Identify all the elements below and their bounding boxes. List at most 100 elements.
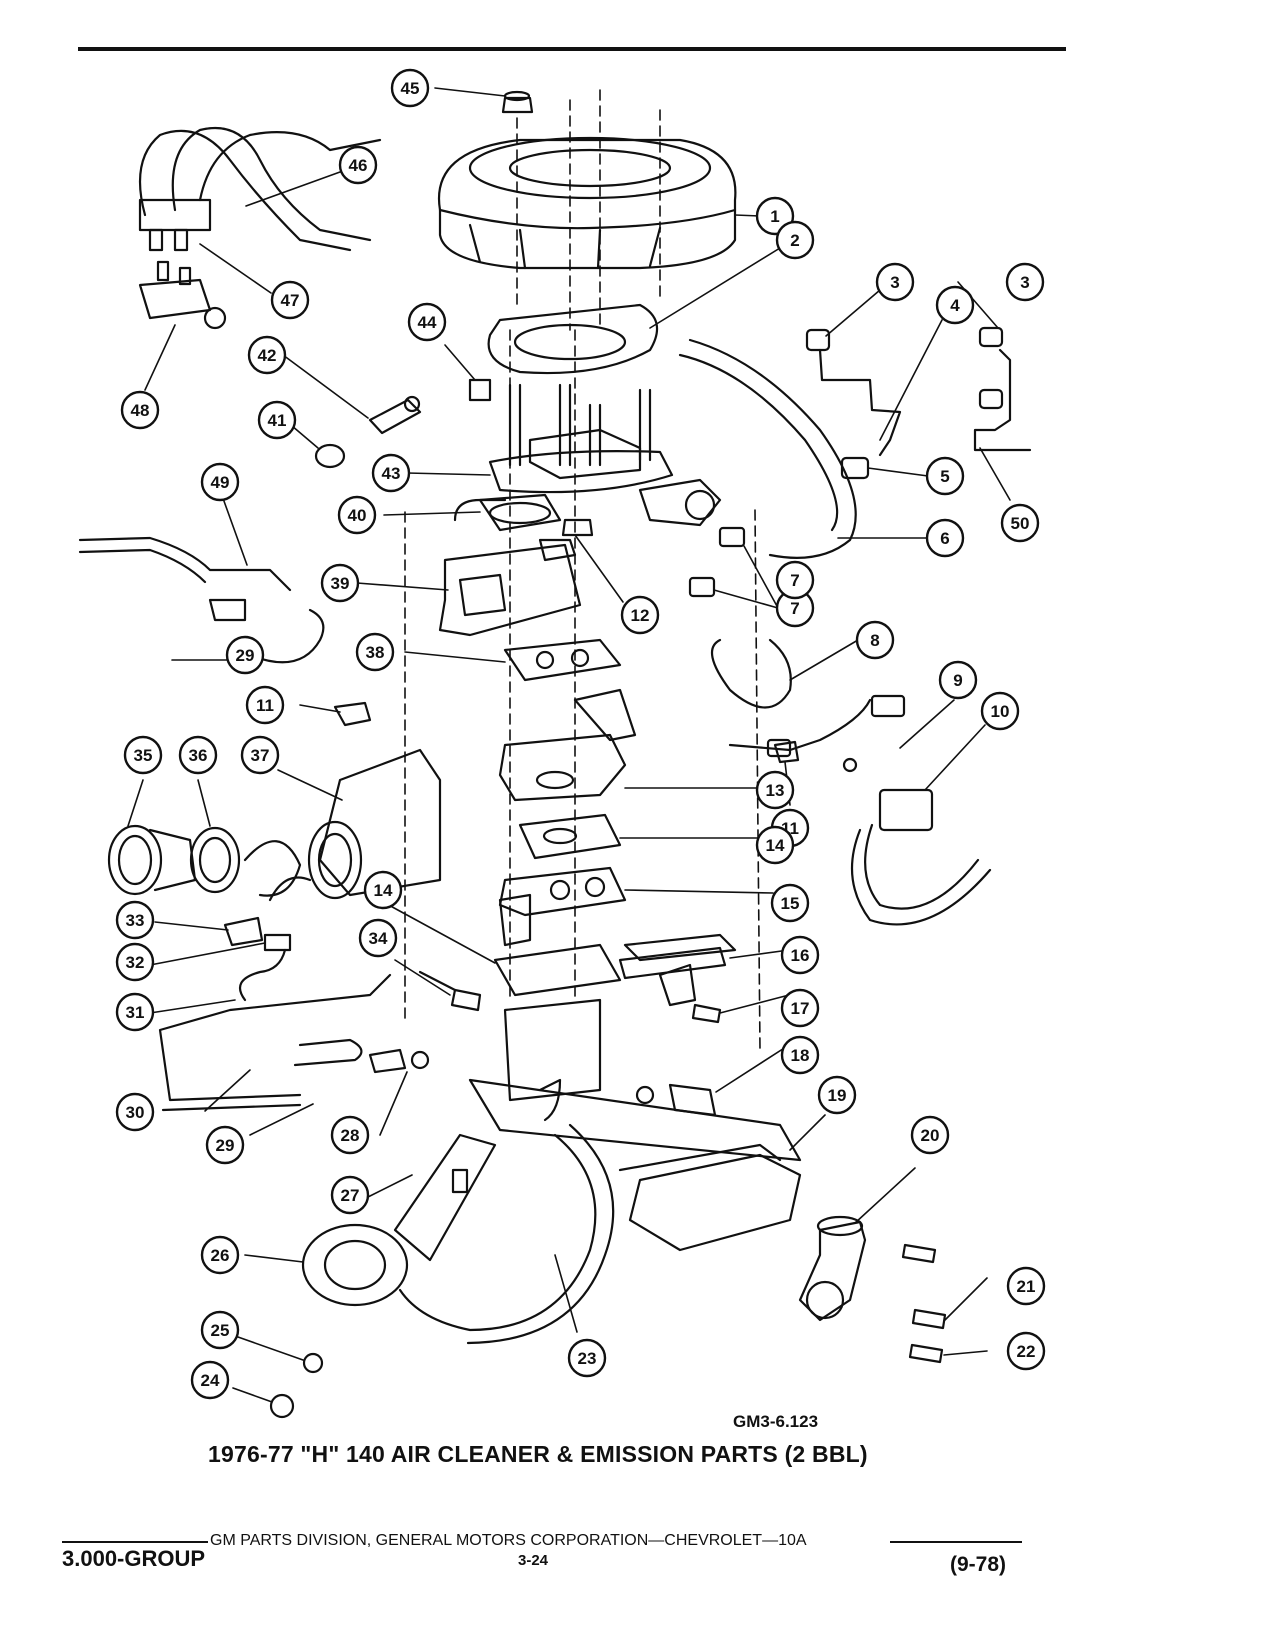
vacuum-switch-48 xyxy=(138,260,227,330)
callout-label: 2 xyxy=(790,231,799,250)
callout-48: 48 xyxy=(120,390,160,430)
callout-31: 31 xyxy=(115,992,155,1032)
callout-label: 41 xyxy=(268,411,287,430)
callout-label: 12 xyxy=(631,606,650,625)
clamp-35 xyxy=(107,824,197,896)
callout-44: 44 xyxy=(407,302,447,342)
callout-30: 30 xyxy=(115,1092,155,1132)
callout-45: 45 xyxy=(390,68,430,108)
callout-label: 38 xyxy=(366,643,385,662)
figure-caption: 1976-77 "H" 140 AIR CLEANER & EMISSION P… xyxy=(208,1441,868,1467)
callout-label: 5 xyxy=(940,467,949,486)
callout-18: 18 xyxy=(780,1035,820,1075)
callout-34: 34 xyxy=(358,918,398,958)
callout-9: 9 xyxy=(938,660,978,700)
callout-label: 19 xyxy=(828,1086,847,1105)
egr-adapter-plate xyxy=(498,688,637,802)
callout-label: 13 xyxy=(766,781,785,800)
callout-label: 25 xyxy=(211,1321,230,1340)
callout-label: 29 xyxy=(216,1136,235,1155)
callout-10: 10 xyxy=(980,691,1020,731)
sensor-18 xyxy=(635,1083,717,1117)
hose-8 xyxy=(710,638,792,709)
callout-14: 14 xyxy=(755,825,795,865)
steel-line-49 xyxy=(78,536,292,622)
callout-label: 27 xyxy=(341,1186,360,1205)
callout-46: 46 xyxy=(338,145,378,185)
footer-group: 3.000-GROUP xyxy=(62,1546,206,1571)
callout-label: 29 xyxy=(236,646,255,665)
air-cleaner-housing xyxy=(437,136,737,270)
carburetor-spacer xyxy=(438,538,582,637)
callout-label: 4 xyxy=(950,296,960,315)
callout-label: 18 xyxy=(791,1046,810,1065)
callout-3: 3 xyxy=(1005,262,1045,302)
top-rule xyxy=(78,47,1066,51)
callout-33: 33 xyxy=(115,900,155,940)
callout-label: 48 xyxy=(131,401,150,420)
callout-label: 35 xyxy=(134,746,153,765)
tube-50 xyxy=(973,348,1032,452)
callout-24: 24 xyxy=(190,1360,230,1400)
callout-label: 49 xyxy=(211,473,230,492)
intake-manifold xyxy=(468,998,802,1252)
callout-6: 6 xyxy=(925,518,965,558)
heat-insulator xyxy=(498,866,627,947)
footer-rule-right xyxy=(890,1541,1022,1543)
bolt-17 xyxy=(691,1003,722,1024)
plate-gasket xyxy=(518,813,622,860)
callout-label: 9 xyxy=(953,671,962,690)
callout-label: 32 xyxy=(126,953,145,972)
callout-23: 23 xyxy=(567,1338,607,1378)
callout-2: 2 xyxy=(775,220,815,260)
callout-label: 10 xyxy=(991,702,1010,721)
callout-27: 27 xyxy=(330,1175,370,1215)
callout-label: 21 xyxy=(1017,1277,1036,1296)
leader-lines xyxy=(127,87,1011,1403)
footer-page-number: 3-24 xyxy=(518,1552,549,1569)
callout-label: 26 xyxy=(211,1246,230,1265)
adapter-36 xyxy=(189,826,302,897)
callout-19: 19 xyxy=(817,1075,857,1115)
callout-7: 7 xyxy=(775,560,815,600)
callout-label: 23 xyxy=(578,1349,597,1368)
callout-8: 8 xyxy=(855,620,895,660)
callout-label: 3 xyxy=(1020,273,1029,292)
callout-label: 42 xyxy=(258,346,277,365)
callout-label: 43 xyxy=(382,464,401,483)
hose-31 xyxy=(238,948,287,1002)
carburetor-gasket xyxy=(478,493,562,532)
check-valve-28 xyxy=(368,1048,430,1074)
callout-35: 35 xyxy=(123,735,163,775)
callout-label: 45 xyxy=(401,79,420,98)
callout-39: 39 xyxy=(320,563,360,603)
fitting-32 xyxy=(263,933,292,952)
callout-20: 20 xyxy=(910,1115,950,1155)
callout-label: 30 xyxy=(126,1103,145,1122)
carburetor-studs xyxy=(468,378,652,467)
callout-label: 1 xyxy=(770,207,779,226)
air-duct-37 xyxy=(307,748,442,900)
callout-29: 29 xyxy=(205,1125,245,1165)
bolt-34 xyxy=(418,970,482,1012)
callout-22: 22 xyxy=(1006,1331,1046,1371)
callout-7: 7 xyxy=(775,588,815,628)
callout-47: 47 xyxy=(270,280,310,320)
callout-label: 50 xyxy=(1011,514,1030,533)
callout-26: 26 xyxy=(200,1235,240,1275)
callout-38: 38 xyxy=(355,632,395,672)
line-30 xyxy=(158,973,392,1112)
hose-29-upper xyxy=(248,608,325,664)
air-pump xyxy=(301,1133,497,1307)
callout-label: 33 xyxy=(126,911,145,930)
fitting-7 xyxy=(688,526,746,598)
callout-label: 15 xyxy=(781,894,800,913)
callout-label: 44 xyxy=(418,313,437,332)
callout-label: 22 xyxy=(1017,1342,1036,1361)
callout-label: 47 xyxy=(281,291,300,310)
callout-label: 36 xyxy=(189,746,208,765)
callout-13: 13 xyxy=(755,770,795,810)
footer-date: (9-78) xyxy=(950,1553,1007,1576)
callout-label: 39 xyxy=(331,574,350,593)
